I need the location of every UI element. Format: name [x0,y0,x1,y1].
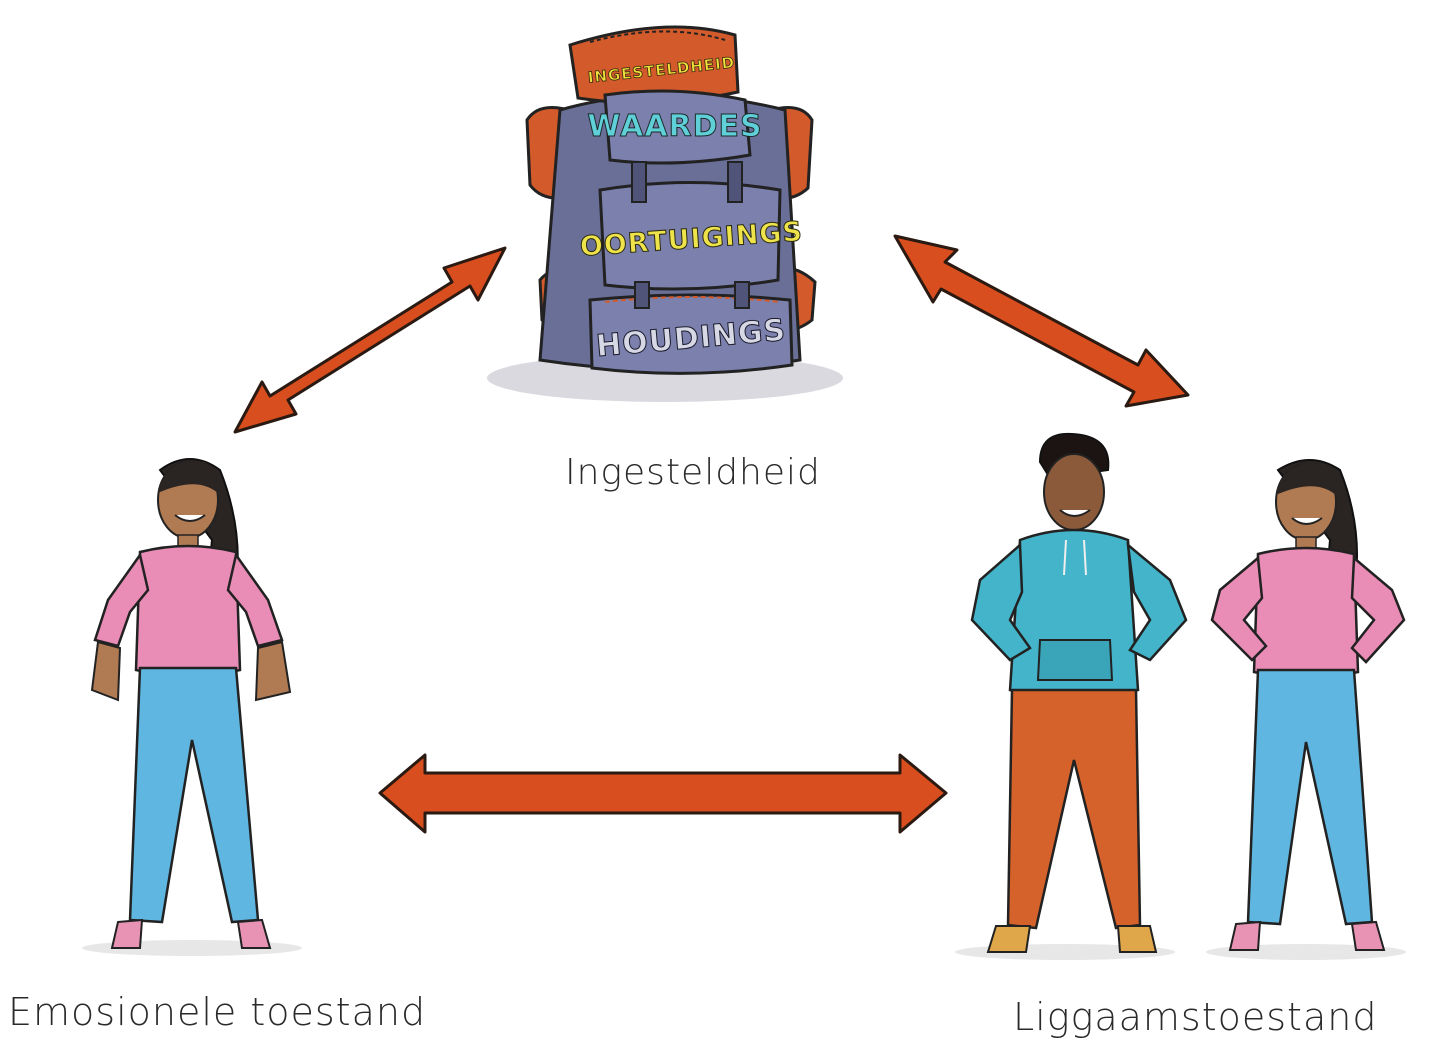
double-arrow-icon [895,236,1188,406]
boy-figure-icon [955,434,1186,960]
backpack-icon: INGESTELDHEID WAARDES OORTUIGINGS HOUDIN… [487,27,843,402]
caption-body-state: Liggaamstoestand [1013,995,1377,1039]
double-arrow-icon [235,248,505,432]
caption-emotional-state: Emosionele toestand [8,990,426,1034]
girl-figure-icon [1206,460,1406,960]
girl-figure-icon [82,459,302,956]
backpack-pocket-top-label: WAARDES [587,109,762,144]
caption-mindset: Ingesteldheid [565,452,821,493]
double-arrow-icon [380,755,946,832]
